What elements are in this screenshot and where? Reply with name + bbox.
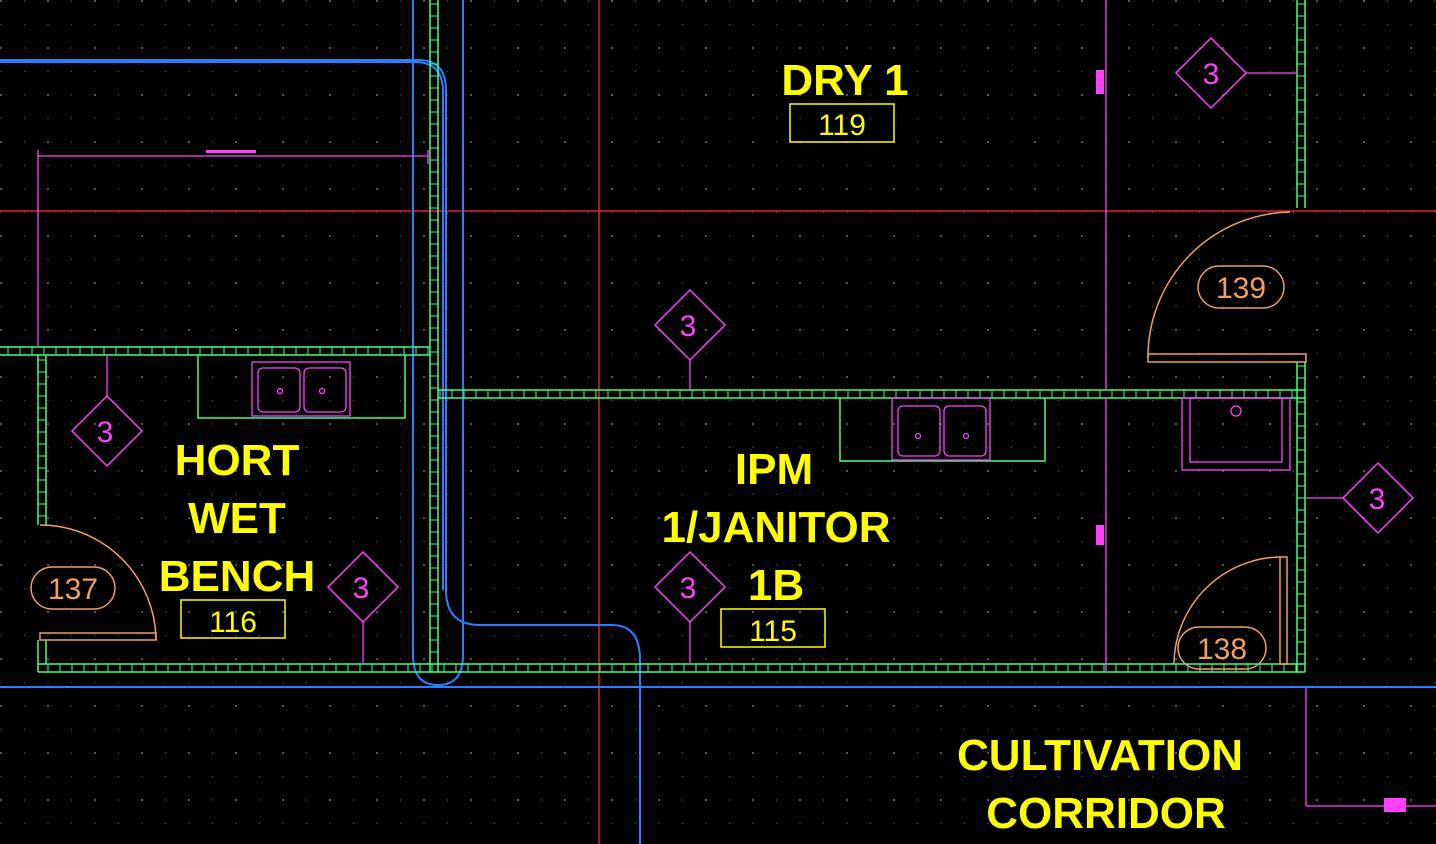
elevation-tag-e4: 3 bbox=[1369, 483, 1386, 516]
elevation-diamond bbox=[1174, 36, 1248, 110]
room-name-ipm-line3: 1B bbox=[748, 561, 804, 610]
elevation-diamond bbox=[326, 550, 400, 624]
sink-bowl-ipm-left bbox=[897, 405, 941, 457]
sink-drain bbox=[276, 387, 284, 395]
door-tag-138: 138 bbox=[1197, 633, 1247, 666]
room-number-box-ipm bbox=[720, 608, 826, 648]
door-tag-139: 139 bbox=[1216, 272, 1266, 305]
dimension-mark bbox=[1096, 525, 1104, 545]
room-name-hort-line3: BENCH bbox=[159, 552, 315, 601]
room-name-hort-line1: HORT bbox=[175, 436, 300, 485]
sink-bowl-hort-left bbox=[257, 367, 301, 413]
fixtures bbox=[37, 0, 1436, 807]
sink-drain bbox=[914, 432, 922, 440]
elevation-diamond bbox=[653, 550, 727, 624]
door-leaf-139 bbox=[1147, 353, 1307, 363]
dimension-ticks bbox=[206, 70, 1406, 812]
sink-bowl-hort-right bbox=[303, 367, 347, 413]
counter-hort bbox=[197, 355, 406, 419]
mop-sink-drain bbox=[1230, 405, 1242, 417]
room-number-hort: 116 bbox=[209, 606, 257, 639]
elevation-tag-e1: 3 bbox=[1203, 58, 1220, 91]
elevation-tag-e5: 3 bbox=[353, 572, 370, 605]
door-tag-oval-137 bbox=[30, 566, 116, 610]
dimension-mark bbox=[206, 150, 256, 153]
dimension-mark bbox=[1384, 798, 1406, 812]
elevation-diamond bbox=[70, 394, 144, 468]
sink-bowl-ipm-right bbox=[943, 405, 987, 457]
room-number-dry1: 119 bbox=[818, 109, 866, 142]
room-name-dry1: DRY 1 bbox=[781, 56, 908, 105]
door-leaf-138 bbox=[1279, 556, 1288, 665]
room-number-box-hort bbox=[180, 599, 286, 639]
sink-drain bbox=[318, 387, 326, 395]
mop-sink-inner bbox=[1189, 397, 1283, 463]
room-number-ipm: 115 bbox=[749, 615, 797, 648]
wall-hatch bbox=[7, 3, 1305, 672]
door-swing-139 bbox=[1147, 211, 1291, 359]
door-tag-oval-139 bbox=[1197, 265, 1285, 309]
room-name-ipm-line1: IPM bbox=[735, 445, 813, 494]
room-name-corridor-line2: CORRIDOR bbox=[986, 789, 1226, 838]
room-name-ipm-line2: 1/JANITOR bbox=[661, 503, 890, 552]
door-leaf-137 bbox=[39, 632, 157, 641]
doors bbox=[39, 211, 1307, 665]
elevation-tag-e6: 3 bbox=[680, 572, 697, 605]
room-labels: DRY 1 119 HORT WET BENCH 116 IPM 1/JANIT… bbox=[159, 56, 1243, 838]
room-name-hort-line2: WET bbox=[188, 494, 286, 543]
door-swing-138 bbox=[1173, 556, 1281, 665]
door-tag-oval-138 bbox=[1177, 626, 1267, 670]
door-tag-137: 137 bbox=[48, 573, 98, 606]
room-number-box-dry1 bbox=[789, 103, 895, 143]
counter-ipm bbox=[839, 398, 1046, 462]
room-name-corridor-line1: CULTIVATION bbox=[957, 731, 1243, 780]
elevation-tags: 3 3 3 3 3 3 bbox=[70, 36, 1415, 624]
double-sink-hort bbox=[251, 361, 351, 417]
double-sink-ipm bbox=[891, 397, 991, 461]
pipe-loop bbox=[412, 0, 464, 687]
dimension-mark bbox=[1096, 70, 1104, 94]
elevation-tag-e3: 3 bbox=[97, 416, 114, 449]
door-swing-137 bbox=[39, 524, 157, 641]
elevation-tag-e2: 3 bbox=[680, 310, 697, 343]
door-tags: 137 139 138 bbox=[30, 265, 1285, 670]
sink-drain bbox=[962, 432, 970, 440]
elevation-diamond bbox=[1341, 461, 1415, 535]
pipe-route-a-inner bbox=[0, 61, 444, 590]
elevation-diamond bbox=[653, 288, 727, 362]
